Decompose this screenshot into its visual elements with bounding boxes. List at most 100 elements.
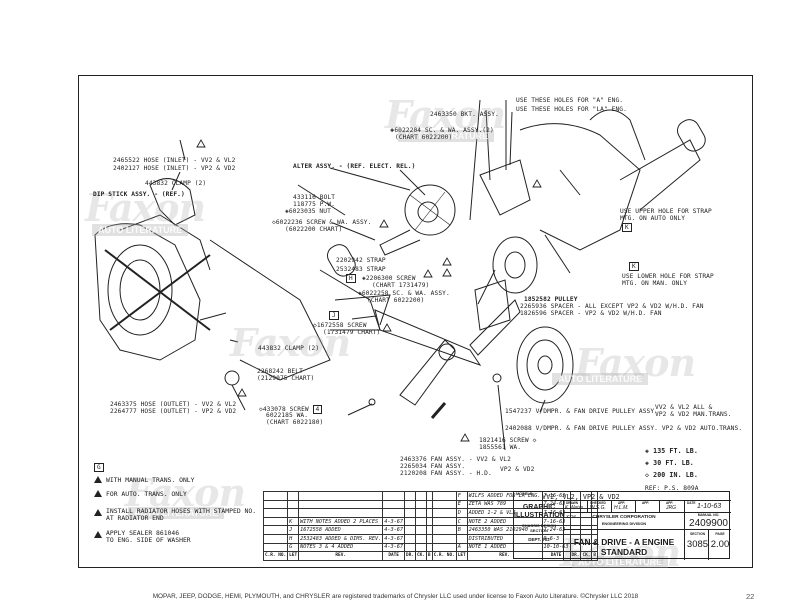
note-4: APPLY SEALER 861046 TO ENG. SIDE OF WASH… bbox=[94, 529, 191, 545]
callout-hose-inlet-1: 2465522 HOSE (INLET) - VV2 & VL2 bbox=[113, 157, 236, 164]
damper-pulley bbox=[516, 326, 574, 404]
callout-lower-hole-1: USE LOWER HOLE FOR STRAP bbox=[622, 273, 714, 280]
letter-cell: C bbox=[455, 516, 468, 527]
callout-fan-2: 2265034 FAN ASSY. bbox=[400, 463, 466, 470]
code-value: XXM bbox=[566, 514, 576, 519]
revision-header: C.R. NO. bbox=[262, 551, 289, 561]
date-cell: 4-3-67 bbox=[382, 516, 406, 527]
letter-cell: A bbox=[455, 542, 468, 553]
page-number-value: 2.00 bbox=[710, 539, 730, 550]
bracket bbox=[479, 159, 531, 216]
trademark-footer: MOPAR, JEEP, DODGE, HEMI, PLYMOUTH, and … bbox=[152, 593, 639, 600]
faxon-watermark-sub: AUTO LITERATURE bbox=[128, 507, 225, 519]
section-no-label: SECTION bbox=[689, 532, 706, 536]
section-number: 3085 bbox=[686, 539, 709, 550]
callout-screw-2206300: ◈2206300 SCREW bbox=[362, 275, 416, 282]
cr-no-cell bbox=[262, 516, 289, 527]
callout-sc-wa-6022258: ◈6022258 SC. & WA. ASSY. bbox=[358, 290, 450, 297]
drawn-value: K Weiss bbox=[565, 505, 584, 511]
callout-screw-wa-assy: ◇6022236 SCREW & WA. ASSY. bbox=[272, 219, 372, 226]
dr-cell bbox=[404, 542, 416, 553]
callout-screw-wa-chart: (6022200 CHART) bbox=[285, 226, 343, 233]
engine-block-left bbox=[94, 223, 201, 361]
section-label: SECTION bbox=[530, 528, 548, 533]
fan-blade-1 bbox=[374, 309, 482, 366]
callout-chart-6022180: (CHART 6022180) bbox=[266, 419, 324, 426]
pulley bbox=[492, 236, 538, 294]
torque-item-1: ◇ 200 IN. LB. bbox=[645, 471, 698, 479]
callout-spacer-1: 2265936 SPACER - ALL EXCEPT VP2 & VD2 W/… bbox=[520, 303, 704, 310]
drawing-frame bbox=[78, 75, 753, 568]
drawing-subtitle: STANDARD bbox=[600, 547, 648, 557]
drawn-label: DRAWN bbox=[566, 501, 579, 505]
callout-holes-la: USE THESE HOLES FOR "LA" ENG. bbox=[516, 106, 627, 113]
revision-header: REV. bbox=[298, 551, 384, 561]
illustration-label: ILLUSTRATION bbox=[514, 512, 565, 519]
callout-pulley: 1852582 PULLEY bbox=[524, 296, 578, 303]
letter-cell bbox=[287, 499, 300, 510]
revision-header: DATE bbox=[382, 551, 406, 561]
date-cell: 4-3-67 bbox=[382, 542, 406, 553]
revision-header: LET bbox=[455, 551, 468, 561]
letter-cell: J bbox=[287, 525, 300, 535]
manual-number: 2409900 bbox=[689, 518, 728, 529]
callout-clamp-mid: 443832 CLAMP (2) bbox=[258, 345, 320, 352]
fan-blades-left bbox=[104, 249, 211, 331]
date-cell: 4-3-67 bbox=[382, 533, 406, 544]
callout-strap-2: 2532483 STRAP bbox=[336, 266, 386, 273]
chassis-design-label: CHASSIS DESIGN bbox=[521, 523, 557, 528]
reference-number: REF: P.S. 809A bbox=[645, 485, 699, 492]
callout-screw-433078: ◇433078 SCREW 4 bbox=[259, 405, 323, 414]
letter-cell: K bbox=[287, 516, 300, 527]
app3-label: APP. bbox=[666, 501, 674, 505]
callout-hose-inlet-2: 2402127 HOSE (INLET) - VP2 & VD2 bbox=[113, 165, 236, 172]
cr-no-cell bbox=[431, 525, 457, 535]
callout-nut: ◈6023035 NUT bbox=[285, 208, 331, 215]
revision-cell bbox=[298, 491, 384, 501]
ck-cell bbox=[414, 516, 427, 527]
revision-header: DATE bbox=[541, 551, 571, 561]
callout-damper-1-app-a: VV2 & VL2 ALL & bbox=[655, 404, 713, 411]
callout-damper-1-app-b: VP2 & VD2 MAN.TRANS. bbox=[655, 411, 732, 418]
revision-header: C.R. NO. bbox=[431, 551, 457, 561]
letter-cell: B bbox=[455, 525, 468, 535]
callout-upper-hole-2: MTG. ON AUTO ONLY bbox=[620, 215, 686, 222]
drawing-title: FAN & DRIVE - A ENGINE bbox=[573, 537, 675, 547]
ck-cell bbox=[414, 542, 427, 553]
callout-chart-6022200-b: (CHART 6022200) bbox=[367, 297, 425, 304]
box-k-lower: K bbox=[629, 262, 639, 271]
note-1: WITH MANUAL TRANS. ONLY bbox=[94, 476, 195, 484]
callout-sc-wa-assy: ◈6022204 SC. & WA. ASSY.(2) bbox=[390, 126, 494, 134]
revision-header: CK. bbox=[580, 551, 593, 561]
letter-cell: H bbox=[287, 533, 300, 544]
callout-hose-outlet-2: 2264777 HOSE (OUTLET) - VP2 & VD2 bbox=[110, 408, 237, 415]
faxon-watermark: Faxon bbox=[125, 470, 246, 515]
app2-label: APP. bbox=[642, 501, 650, 505]
fan-blade-3 bbox=[469, 299, 521, 356]
spacer bbox=[474, 279, 511, 331]
manual-label: MANUAL NO. bbox=[697, 513, 720, 517]
checked-value: W.S.G. bbox=[590, 505, 606, 511]
callout-holes-a: USE THESE HOLES FOR "A" ENG. bbox=[516, 97, 624, 104]
checked-label: CHECKED bbox=[590, 501, 606, 505]
date-value: 1-10-63 bbox=[697, 503, 722, 510]
dr-cell bbox=[404, 499, 416, 510]
faxon-watermark: Faxon bbox=[385, 92, 506, 137]
revision-header: LET bbox=[287, 551, 300, 561]
note-3: INSTALL RADIATOR HOSES WITH STAMPED NO. … bbox=[94, 507, 256, 523]
callout-wa-6022185: 6022185 WA. bbox=[266, 412, 309, 419]
faxon-watermark-sub: AUTO LITERATURE bbox=[92, 224, 189, 236]
ck-cell bbox=[414, 508, 427, 518]
revision-cell: 2532483 ADDED & DIMS. REV. bbox=[298, 533, 384, 544]
letter-cell: E bbox=[455, 499, 468, 510]
letter-cell: F bbox=[455, 491, 468, 501]
torque-item-3: ◈ 135 FT. LB. bbox=[645, 447, 698, 455]
callout-bkt-assy: 2463350 BKT. ASSY. bbox=[430, 111, 499, 118]
revision-cell bbox=[298, 508, 384, 518]
callout-chart-1731479-b: (1731479 CHART) bbox=[323, 329, 381, 336]
date-cell bbox=[382, 508, 406, 518]
cr-no-cell bbox=[431, 491, 457, 501]
callout-spacer-2: 1826596 SPACER - VP2 & VD2 W/H.D. FAN bbox=[520, 310, 662, 317]
box-g: G bbox=[94, 463, 104, 472]
